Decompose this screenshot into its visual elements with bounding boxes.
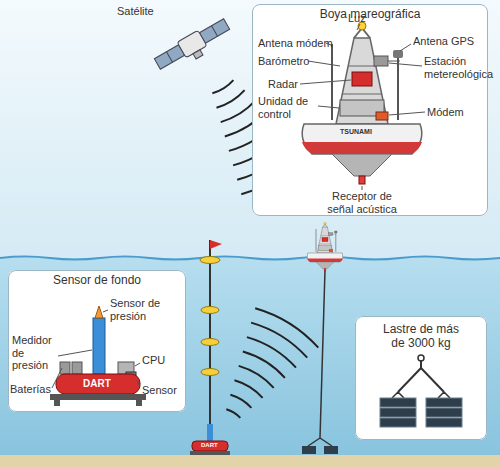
drawing-part xyxy=(426,418,462,427)
panel-ground xyxy=(355,316,487,440)
drawing-part xyxy=(192,441,228,451)
drawing-part xyxy=(380,398,462,427)
device-marking: DART xyxy=(201,442,218,449)
drawing-part xyxy=(190,451,230,455)
ballast-detail xyxy=(380,355,462,427)
drawing-part xyxy=(357,24,360,30)
drawing-part xyxy=(400,44,411,51)
drawing-part xyxy=(201,307,219,314)
buoy-scene xyxy=(302,222,343,454)
signal-wave xyxy=(212,80,233,93)
device-marking: DART xyxy=(83,378,111,390)
drawing-part xyxy=(380,398,416,407)
part-label: Módem xyxy=(427,106,464,119)
signal-wave xyxy=(255,308,318,348)
signal-wave xyxy=(221,100,256,122)
part-label: Medidor de presión xyxy=(12,334,60,372)
sky xyxy=(0,0,500,258)
drawing-part xyxy=(300,80,351,84)
drawing-part xyxy=(308,61,340,66)
signal-wave xyxy=(243,352,285,378)
signal-wave xyxy=(217,90,245,108)
drawing-part xyxy=(380,418,416,427)
drawing-part xyxy=(324,446,338,454)
panel-title: Boya mareográfica xyxy=(253,5,487,22)
drawing-part xyxy=(136,400,142,406)
drawing-part xyxy=(52,368,62,388)
part-label: Baterías xyxy=(10,383,51,396)
sea xyxy=(0,258,500,467)
part-label: Luz xyxy=(348,12,366,25)
part-label: CPU xyxy=(142,354,165,367)
part-label: Barómetro xyxy=(258,55,309,68)
drawing-part xyxy=(392,392,450,398)
part-label: Unidad de control xyxy=(258,95,318,120)
drawing-part xyxy=(58,350,92,356)
panel-title: Sensor de fondo xyxy=(9,271,185,288)
drawing-part xyxy=(307,222,343,271)
satellite xyxy=(153,16,234,77)
panel-ground xyxy=(8,270,186,412)
float-line xyxy=(190,240,230,455)
drawing-part xyxy=(302,446,316,454)
part-label: Radar xyxy=(268,78,298,91)
drawing-part xyxy=(52,310,140,388)
drawing-part xyxy=(389,112,425,115)
drawing-part xyxy=(320,270,325,438)
drawing-part xyxy=(210,240,222,249)
drawing-part xyxy=(166,52,172,62)
signal-wave xyxy=(230,395,251,408)
part-label: Sensor de presión xyxy=(110,297,176,322)
signal-wave xyxy=(226,409,240,418)
drawing-part xyxy=(212,26,218,36)
drawing-part xyxy=(95,306,103,318)
drawing-part xyxy=(398,360,444,392)
drawing-part xyxy=(362,186,363,190)
drawing-part xyxy=(207,424,213,442)
drawing-part xyxy=(318,106,339,108)
drawing-part xyxy=(426,408,462,417)
drawing-part xyxy=(389,63,422,66)
drawing-part xyxy=(103,310,108,312)
drawing-part xyxy=(54,400,60,406)
panel-title: Lastre de más de 3000 kg xyxy=(379,317,463,351)
drawing-part xyxy=(426,398,462,407)
panel-ground xyxy=(252,4,488,216)
sea-surface xyxy=(0,257,500,260)
callout-panel: Lastre de más de 3000 kg xyxy=(355,316,487,440)
part-label: Estación metereológica xyxy=(424,55,490,80)
seabed xyxy=(0,455,500,467)
drawing-part xyxy=(135,363,140,366)
drawing-part xyxy=(193,50,203,59)
drawing-part xyxy=(308,438,332,446)
drawing-part xyxy=(56,374,140,394)
drawing-part xyxy=(418,355,424,361)
drawing-part xyxy=(199,19,229,43)
part-label: Sensor xyxy=(142,384,177,397)
part-label: Receptor de señal acústica xyxy=(318,190,406,215)
signal-wave xyxy=(235,380,263,398)
drawing-part xyxy=(154,45,184,69)
drawing-part xyxy=(201,369,219,376)
signal-wave xyxy=(239,366,274,388)
part-label: Antena GPS xyxy=(413,35,474,48)
part-label: Antena módem xyxy=(258,37,333,50)
drawing-part xyxy=(93,318,105,374)
drawing-part xyxy=(200,257,220,264)
signal-wave xyxy=(251,323,307,358)
part-label: Satélite xyxy=(117,5,154,18)
drawing-part xyxy=(201,339,219,346)
drawing-part xyxy=(380,408,416,417)
drawing-part xyxy=(50,394,146,400)
hull-marking: TSUNAMI xyxy=(340,128,372,136)
drawing-part xyxy=(137,380,140,387)
drawing-part xyxy=(72,362,82,374)
